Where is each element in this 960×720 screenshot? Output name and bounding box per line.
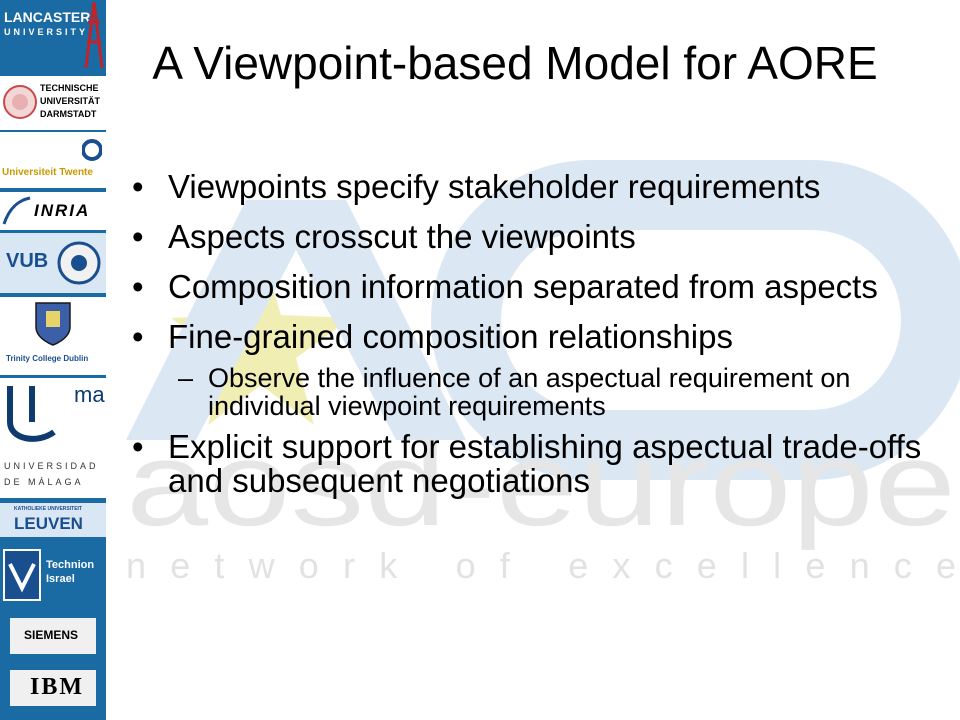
tcd-crest-icon xyxy=(35,302,71,346)
darmstadt-line3: DARMSTADT xyxy=(40,109,97,119)
malaga-line1: UNIVERSIDAD xyxy=(4,461,99,471)
inria-logo: INRIA xyxy=(0,192,106,230)
bullet-item: Explicit support for establishing aspect… xyxy=(128,430,948,498)
ibm-logo: IBM xyxy=(10,670,96,706)
leuven-small: KATHOLIEKE UNIVERSITEIT xyxy=(14,506,82,512)
malaga-mark-icon xyxy=(7,386,56,442)
lancaster-name: LANCASTER xyxy=(4,9,91,25)
ibm-name: IBM xyxy=(30,674,84,700)
twente-name: Universiteit Twente xyxy=(2,167,93,178)
bullet-item: Viewpoints specify stakeholder requireme… xyxy=(128,170,948,205)
vub-seal-icon xyxy=(57,241,101,285)
malaga-logo: ma UNIVERSIDAD DE MÁLAGA xyxy=(0,378,106,498)
vub-logo: VUB xyxy=(0,233,106,293)
darmstadt-seal-icon xyxy=(3,85,37,119)
twente-logo: Universiteit Twente xyxy=(0,132,106,188)
twente-symbol-icon xyxy=(82,139,102,161)
partner-logo-sidebar: LANCASTER UNIVERSITY TECHNISCHE UNIVERSI… xyxy=(0,0,106,720)
lancaster-logo: LANCASTER UNIVERSITY xyxy=(0,0,106,72)
vub-name: VUB xyxy=(6,250,49,272)
technion-logo: Technion Israel xyxy=(0,542,106,608)
siemens-logo: SIEMENS xyxy=(10,618,96,654)
darmstadt-line2: UNIVERSITÄT xyxy=(40,96,101,106)
sub-bullet-item: Observe the influence of an aspectual re… xyxy=(128,364,948,420)
bullet-item: Fine-grained composition relationships xyxy=(128,320,948,355)
watermark-subtitle: network of excellence xyxy=(126,545,956,586)
bullet-item: Composition information separated from a… xyxy=(128,270,948,305)
bullet-list: Viewpoints specify stakeholder requireme… xyxy=(128,170,948,514)
leuven-logo: KATHOLIEKE UNIVERSITEIT LEUVEN xyxy=(0,503,106,537)
lancaster-crest-icon xyxy=(84,2,104,68)
bullet-item: Aspects crosscut the viewpoints xyxy=(128,220,948,255)
lancaster-university: UNIVERSITY xyxy=(4,27,89,37)
leuven-name: LEUVEN xyxy=(14,514,83,533)
trinity-college-dublin-logo: Trinity College Dublin xyxy=(0,297,106,375)
malaga-mark: ma xyxy=(74,382,105,407)
technion-line2: Israel xyxy=(46,573,75,585)
darmstadt-logo: TECHNISCHE UNIVERSITÄT DARMSTADT xyxy=(0,76,106,130)
inria-swoosh-icon xyxy=(2,196,31,225)
tcd-name: Trinity College Dublin xyxy=(6,354,89,363)
darmstadt-line1: TECHNISCHE xyxy=(40,83,99,93)
siemens-name: SIEMENS xyxy=(24,628,79,642)
technion-emblem-icon xyxy=(3,549,41,601)
slide-title: A Viewpoint-based Model for AORE xyxy=(152,37,878,89)
technion-line1: Technion xyxy=(46,559,95,571)
inria-name: INRIA xyxy=(34,201,91,220)
malaga-line2: DE MÁLAGA xyxy=(4,477,84,487)
